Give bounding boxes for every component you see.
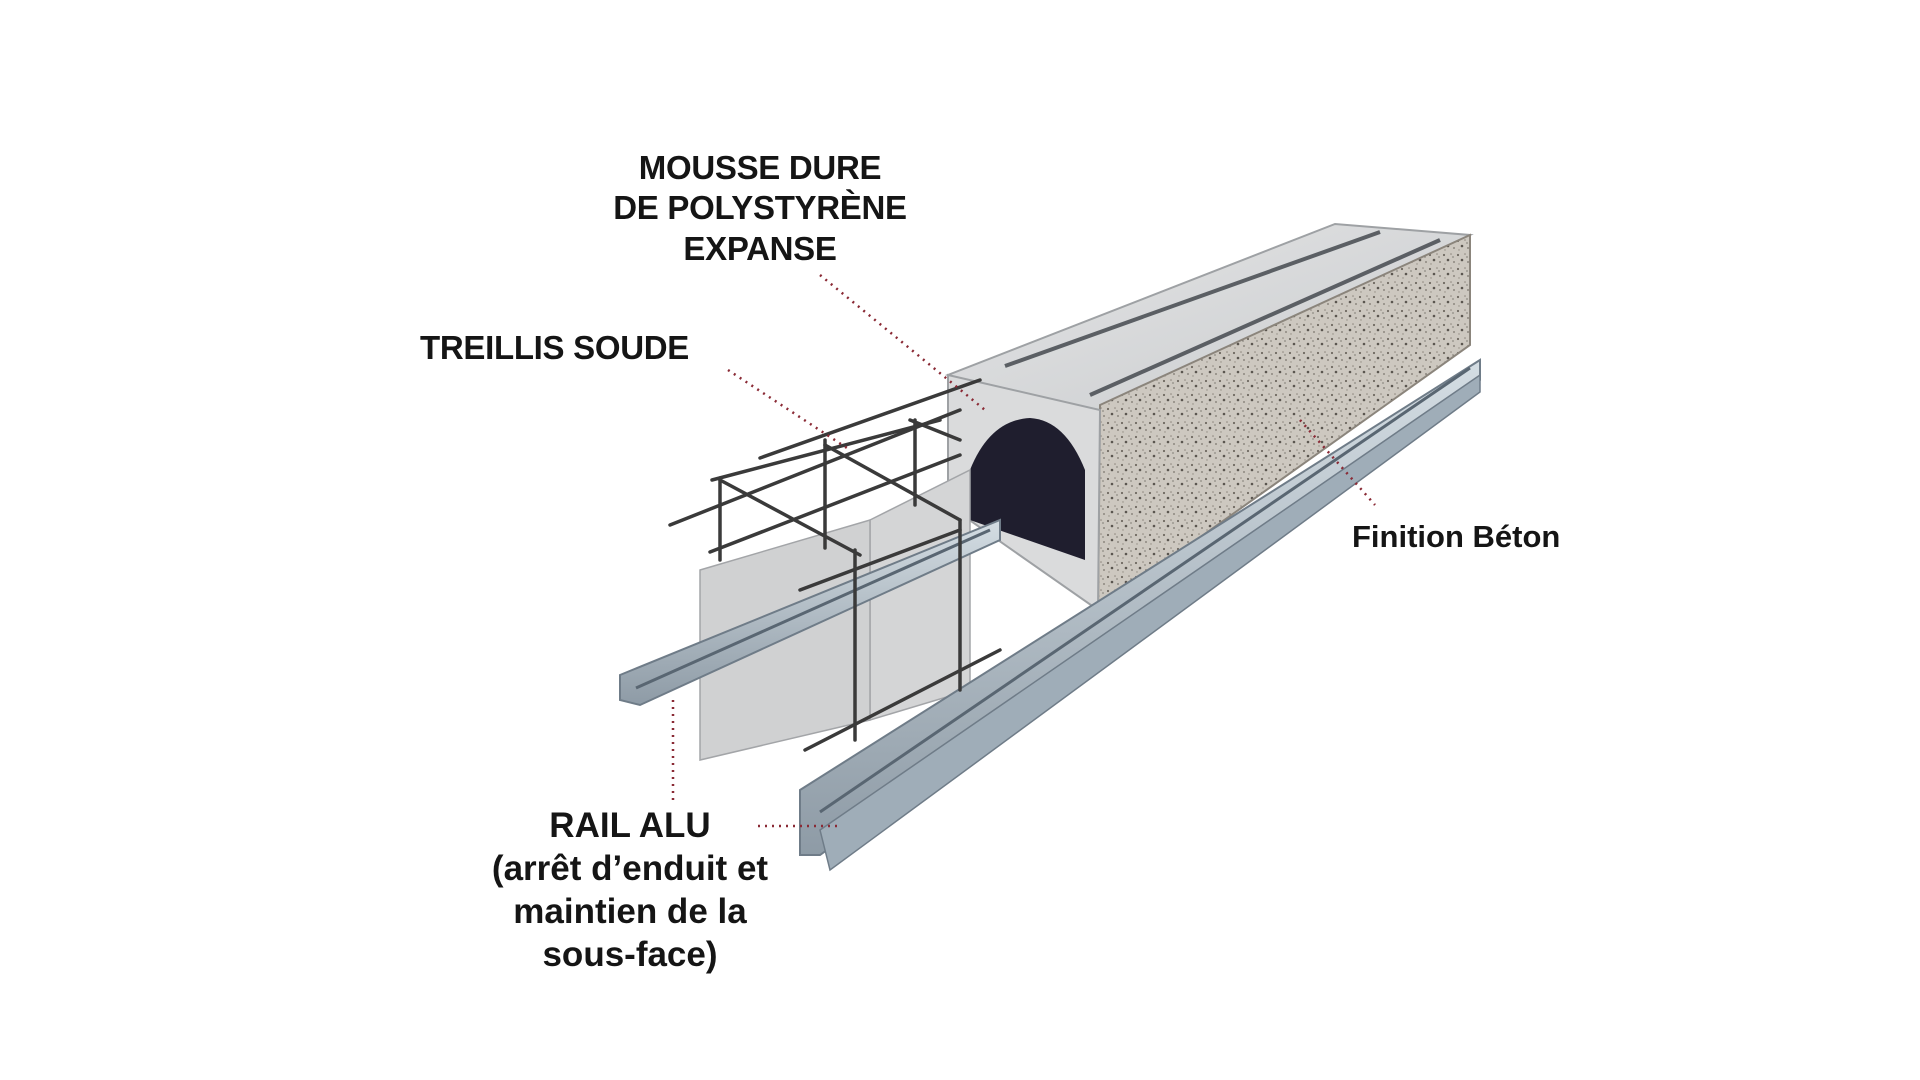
label-concrete-finish-line-1: Finition Béton — [1352, 519, 1561, 554]
label-concrete-finish: Finition Béton — [1352, 518, 1560, 556]
label-foam: MOUSSE DURE DE POLYSTYRÈNE EXPANSE — [560, 148, 960, 269]
label-welded-mesh-line-1: TREILLIS SOUDE — [420, 329, 689, 366]
label-foam-line-1: MOUSSE DURE — [638, 149, 882, 186]
label-foam-line-3: EXPANSE — [683, 229, 837, 267]
label-welded-mesh: TREILLIS SOUDE — [420, 328, 689, 368]
label-aluminium-rail: RAIL ALU (arrêt d’enduit et maintien de … — [430, 804, 830, 976]
welded-mesh — [668, 378, 1002, 752]
foam-inner-wall — [869, 468, 971, 722]
label-foam-line-2: DE POLYSTYRÈNE — [613, 189, 907, 227]
label-rail-line-3: maintien de la — [513, 892, 747, 932]
label-rail-line-1: RAIL ALU — [549, 806, 711, 845]
label-rail-line-2: (arrêt d’enduit et — [491, 849, 769, 889]
leader-lines — [671, 274, 1376, 828]
label-rail-line-4: sous-face) — [542, 935, 718, 975]
rail-back — [619, 518, 1001, 707]
